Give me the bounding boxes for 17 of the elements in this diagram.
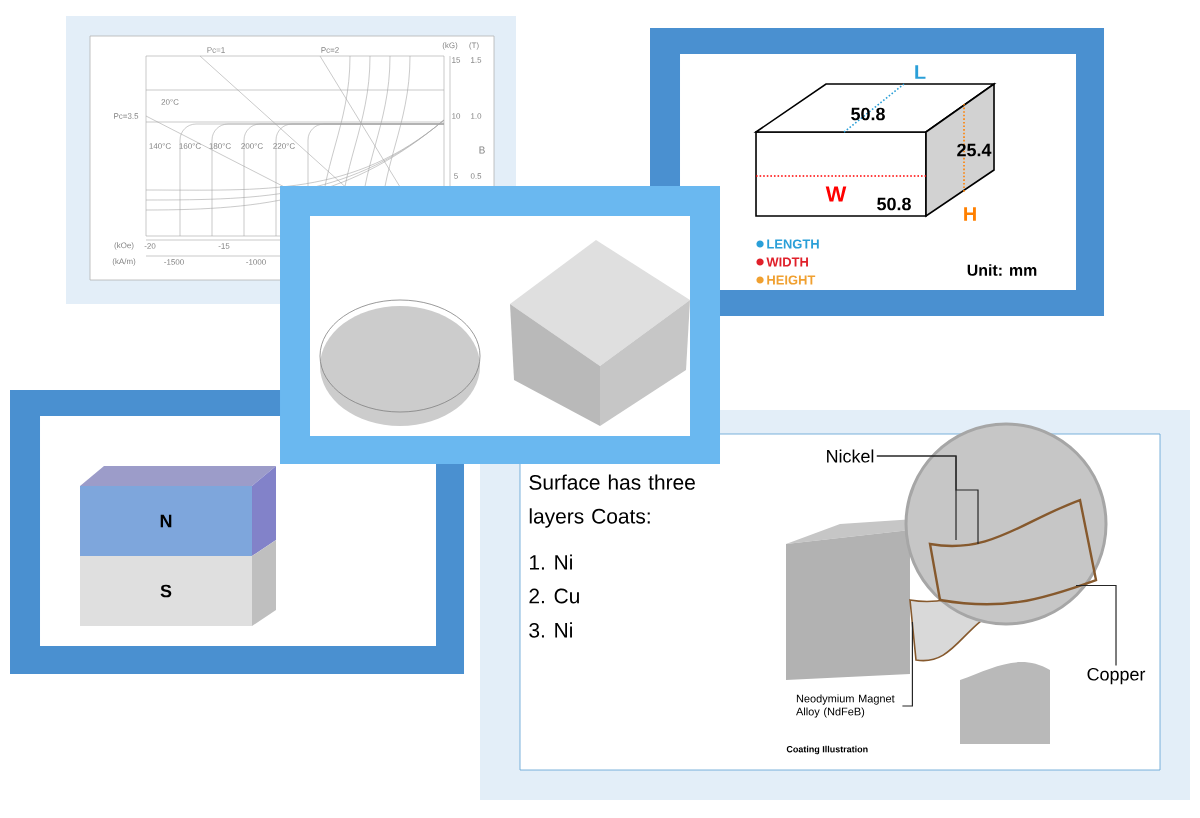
list-item: 2. Cu xyxy=(529,588,579,604)
callout-label: Nickel xyxy=(827,449,874,463)
dimension-label: 25.4 xyxy=(957,143,992,157)
dimension-label: H xyxy=(964,207,976,221)
leader-line xyxy=(876,455,979,545)
description-text: Surface has three layers Coats: xyxy=(529,474,695,528)
dimension-label: 50.8 xyxy=(877,197,911,211)
dimension-label: 50.8 xyxy=(851,107,885,121)
callout-label: Copper xyxy=(1087,667,1146,685)
list-item: 1. Ni xyxy=(530,554,572,570)
magnet-pole-block: N xyxy=(80,486,252,556)
leader-line xyxy=(901,621,913,707)
dimension-label: W xyxy=(825,186,847,202)
dimension-label: L xyxy=(915,65,926,79)
magnet-pole-block: S xyxy=(80,556,252,626)
leader-line xyxy=(1075,584,1117,667)
list-item: 3. Ni xyxy=(529,622,572,638)
